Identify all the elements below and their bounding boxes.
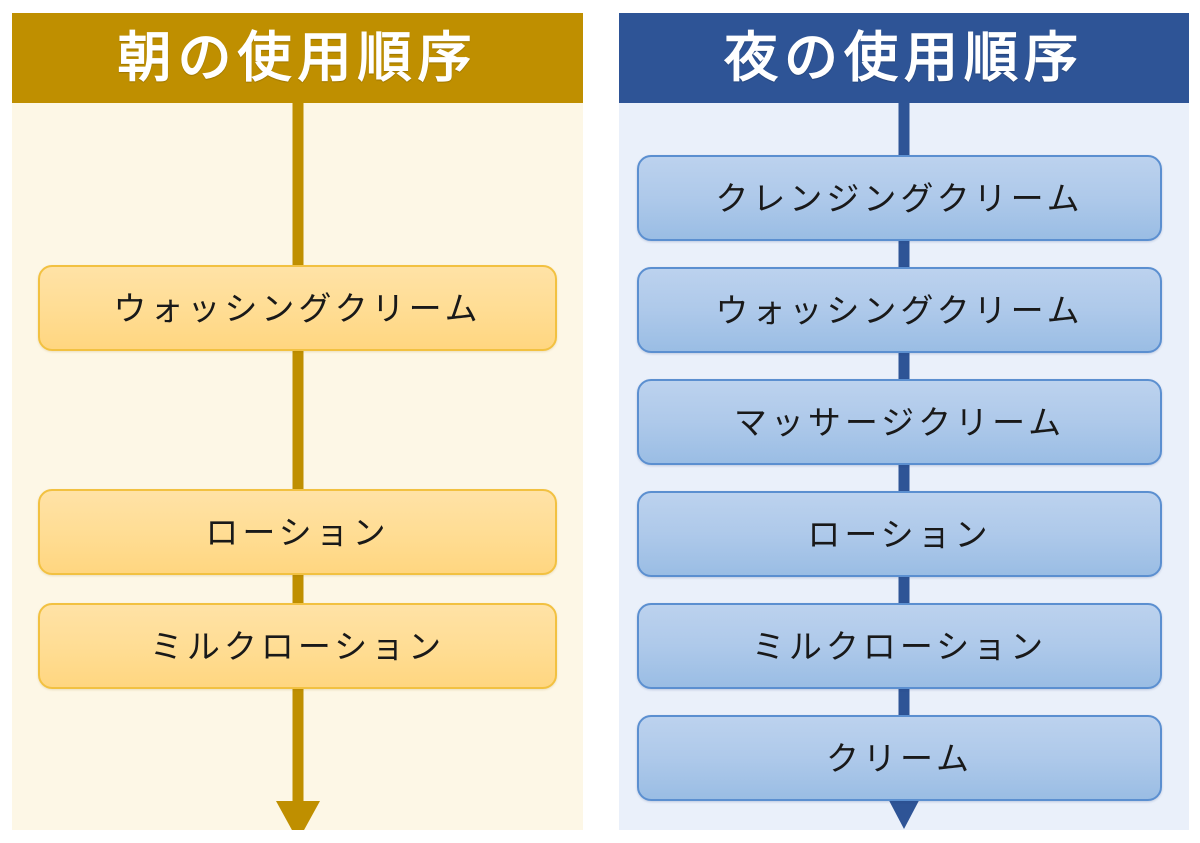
night-step-1[interactable]: クレンジングクリーム — [637, 155, 1162, 241]
night-step-2[interactable]: ウォッシングクリーム — [637, 267, 1162, 353]
night-routine-panel: 夜の使用順序 クレンジングクリーム ウォッシングクリーム マッサージクリーム ロ… — [619, 13, 1189, 830]
night-step-3-label: マッサージクリーム — [733, 402, 1066, 442]
morning-panel-title: 朝の使用順序 — [117, 26, 478, 89]
morning-flow: ウォッシングクリーム ローション ミルクローション — [12, 103, 583, 830]
night-step-5[interactable]: ミルクローション — [637, 603, 1162, 689]
morning-step-2-label: ローション — [205, 512, 390, 552]
morning-step-3-label: ミルクローション — [149, 626, 446, 666]
morning-step-1-label: ウォッシングクリーム — [113, 288, 482, 328]
morning-step-3[interactable]: ミルクローション — [38, 603, 557, 689]
night-step-3[interactable]: マッサージクリーム — [637, 379, 1162, 465]
night-step-1-label: クレンジングクリーム — [715, 178, 1084, 218]
night-step-2-label: ウォッシングクリーム — [715, 290, 1084, 330]
morning-panel-header: 朝の使用順序 — [12, 13, 583, 103]
morning-step-1[interactable]: ウォッシングクリーム — [38, 265, 557, 351]
night-panel-title: 夜の使用順序 — [724, 26, 1084, 89]
night-step-6-label: クリーム — [825, 738, 973, 778]
night-step-4-label: ローション — [807, 514, 992, 554]
morning-connector-line — [292, 103, 303, 803]
morning-arrow-head — [275, 801, 320, 830]
night-step-6[interactable]: クリーム — [637, 715, 1162, 801]
morning-step-2[interactable]: ローション — [38, 489, 557, 575]
night-step-5-label: ミルクローション — [751, 626, 1048, 666]
night-flow: クレンジングクリーム ウォッシングクリーム マッサージクリーム ローション ミル… — [619, 103, 1189, 830]
night-step-4[interactable]: ローション — [637, 491, 1162, 577]
morning-routine-panel: 朝の使用順序 ウォッシングクリーム ローション ミルクローション — [12, 13, 583, 830]
night-panel-header: 夜の使用順序 — [619, 13, 1189, 103]
